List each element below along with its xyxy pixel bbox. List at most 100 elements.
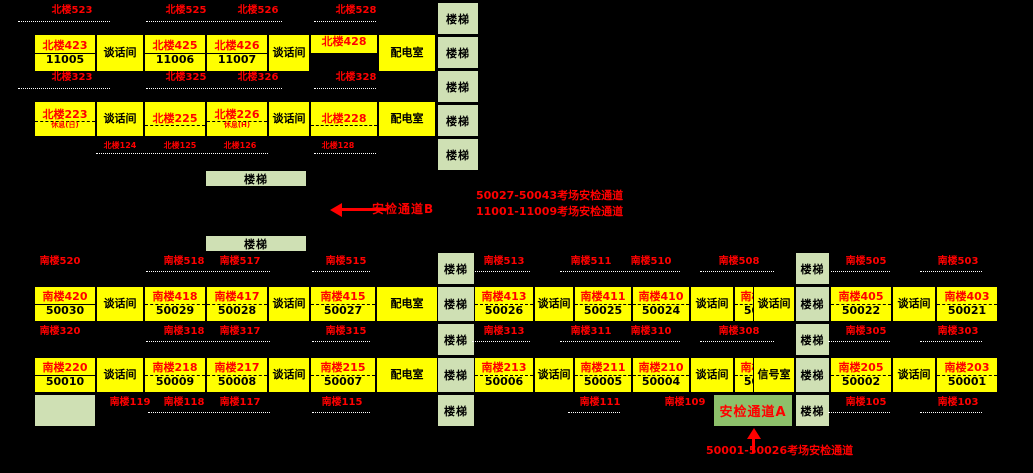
- room-name: 南楼415: [311, 290, 375, 305]
- corridor-label-s511: 南楼511: [570, 256, 612, 267]
- stairs-s-right-2: 楼梯: [795, 286, 830, 322]
- corridor-label-n326: 北楼326: [237, 72, 279, 83]
- corridor-dotline: [312, 271, 370, 272]
- corridor-dotline: [314, 153, 376, 154]
- room-name: 北楼228: [311, 112, 377, 127]
- room-name: 北楼423: [35, 39, 95, 54]
- room-talk-n23: 谈话间: [268, 101, 310, 137]
- room-talk-s42: 谈话间: [268, 286, 310, 322]
- room-name: 南楼413: [475, 290, 533, 305]
- corridor-label-n124: 北楼124: [103, 141, 137, 150]
- corridor-label-s508: 南楼508: [718, 256, 760, 267]
- stairs-label: 楼梯: [800, 262, 825, 276]
- corridor-label-s118: 南楼118: [163, 397, 205, 408]
- corridor-dotline: [472, 341, 530, 342]
- room-number: 50006: [484, 374, 524, 388]
- blank-green-area: [34, 394, 96, 427]
- corridor-label-n126: 北楼126: [223, 141, 257, 150]
- corridor-label-s313: 南楼313: [483, 326, 525, 337]
- room-s218: 南楼218 50009: [144, 357, 206, 393]
- room-label: 配电室: [390, 297, 424, 311]
- corridor-label-s318: 南楼318: [163, 326, 205, 337]
- corridor-dotline: [146, 271, 270, 272]
- room-name: 南楼403: [937, 290, 997, 305]
- room-s415: 南楼415 50027: [310, 286, 376, 322]
- room-s211: 南楼211 50005: [574, 357, 632, 393]
- room-signal: 信号室: [753, 357, 795, 393]
- stairs-label: 楼梯: [444, 262, 468, 276]
- corridor-dotline: [920, 341, 982, 342]
- room-number: 50022: [841, 303, 881, 317]
- corridor-label-n525: 北楼525: [165, 5, 207, 16]
- room-s420: 南楼420 50030: [34, 286, 96, 322]
- room-number: 50026: [484, 303, 524, 317]
- room-number: 50010: [45, 374, 85, 388]
- room-label: 谈话间: [695, 368, 729, 382]
- room-s220: 南楼220 50010: [34, 357, 96, 393]
- note-11001-11009: 11001-11009考场安检通道: [476, 205, 624, 218]
- stairs-north-4: 楼梯: [437, 104, 479, 137]
- room-number: 50008: [217, 374, 257, 388]
- room-label: 谈话间: [757, 297, 791, 311]
- note-50027-50043: 50027-50043考场安检通道: [476, 189, 624, 202]
- room-sublabel: 休息(日): [51, 121, 79, 130]
- room-label: 谈话间: [897, 368, 931, 382]
- room-number: 50025: [583, 303, 623, 317]
- corridor-label-s515: 南楼515: [325, 256, 367, 267]
- room-talk-s41: 谈话间: [96, 286, 144, 322]
- stairs-s-right-1: 楼梯: [795, 252, 830, 285]
- corridor-dotline: [146, 88, 282, 89]
- room-talk-s25: 谈话间: [892, 357, 936, 393]
- corridor-dotline: [146, 21, 282, 22]
- room-talk-s46: 谈话间: [753, 286, 795, 322]
- room-power-s2: 配电室: [376, 357, 438, 393]
- room-s205: 南楼205 50002: [830, 357, 892, 393]
- corridor-dotline: [828, 412, 890, 413]
- room-talk-n43: 谈话间: [268, 34, 310, 72]
- room-name: 南楼410: [633, 290, 689, 305]
- corridor-label-s510: 南楼510: [630, 256, 672, 267]
- room-number: 50027: [323, 303, 363, 317]
- corridor-label-s320: 南楼320: [39, 326, 81, 337]
- room-name: 北楼426: [207, 39, 267, 54]
- corridor-dotline: [472, 271, 530, 272]
- stairs-s-mid-4: 楼梯: [437, 357, 475, 393]
- stairs-label: 楼梯: [800, 404, 825, 418]
- room-s410: 南楼410 50024: [632, 286, 690, 322]
- room-label: 谈话间: [272, 368, 306, 382]
- corridor-dotline: [568, 412, 620, 413]
- stairs-north-1: 楼梯: [437, 2, 479, 35]
- corridor-label-s518: 南楼518: [163, 256, 205, 267]
- room-label: 谈话间: [272, 46, 306, 60]
- corridor-label-s317: 南楼317: [219, 326, 261, 337]
- room-number: 50028: [217, 303, 257, 317]
- room-number: 50021: [947, 303, 987, 317]
- room-label: 配电室: [390, 46, 424, 60]
- corridor-label-s305: 南楼305: [845, 326, 887, 337]
- stairs-label: 楼梯: [444, 333, 468, 347]
- room-name: 南楼215: [311, 361, 375, 376]
- corridor-label-s111: 南楼111: [579, 397, 621, 408]
- room-number: 50030: [45, 303, 85, 317]
- stairs-s-right-4: 楼梯: [795, 357, 830, 393]
- stairs-label: 楼梯: [444, 369, 468, 382]
- stairs-label: 楼梯: [444, 404, 468, 418]
- room-name: 南楼218: [145, 361, 205, 376]
- corridor-label-s311: 南楼311: [570, 326, 612, 337]
- stairs-middle-top: 楼梯: [205, 170, 307, 187]
- room-number: 50002: [841, 374, 881, 388]
- stairs-label: 楼梯: [444, 298, 468, 311]
- room-number: 50004: [641, 374, 681, 388]
- room-name: 南楼210: [633, 361, 689, 376]
- corridor-dotline: [18, 21, 110, 22]
- room-talk-s47: 谈话间: [892, 286, 936, 322]
- stairs-label: 楼梯: [244, 237, 268, 251]
- corridor-label-n128: 北楼128: [321, 141, 355, 150]
- room-talk-n42: 谈话间: [96, 34, 144, 72]
- room-name: 南楼418: [145, 290, 205, 305]
- channel-b-label: 安检通道B: [372, 202, 435, 216]
- corridor-label-s105: 南楼105: [845, 397, 887, 408]
- room-label: 信号室: [757, 368, 791, 382]
- stairs-north-5: 楼梯: [437, 138, 479, 171]
- stairs-s-mid-2: 楼梯: [437, 286, 475, 322]
